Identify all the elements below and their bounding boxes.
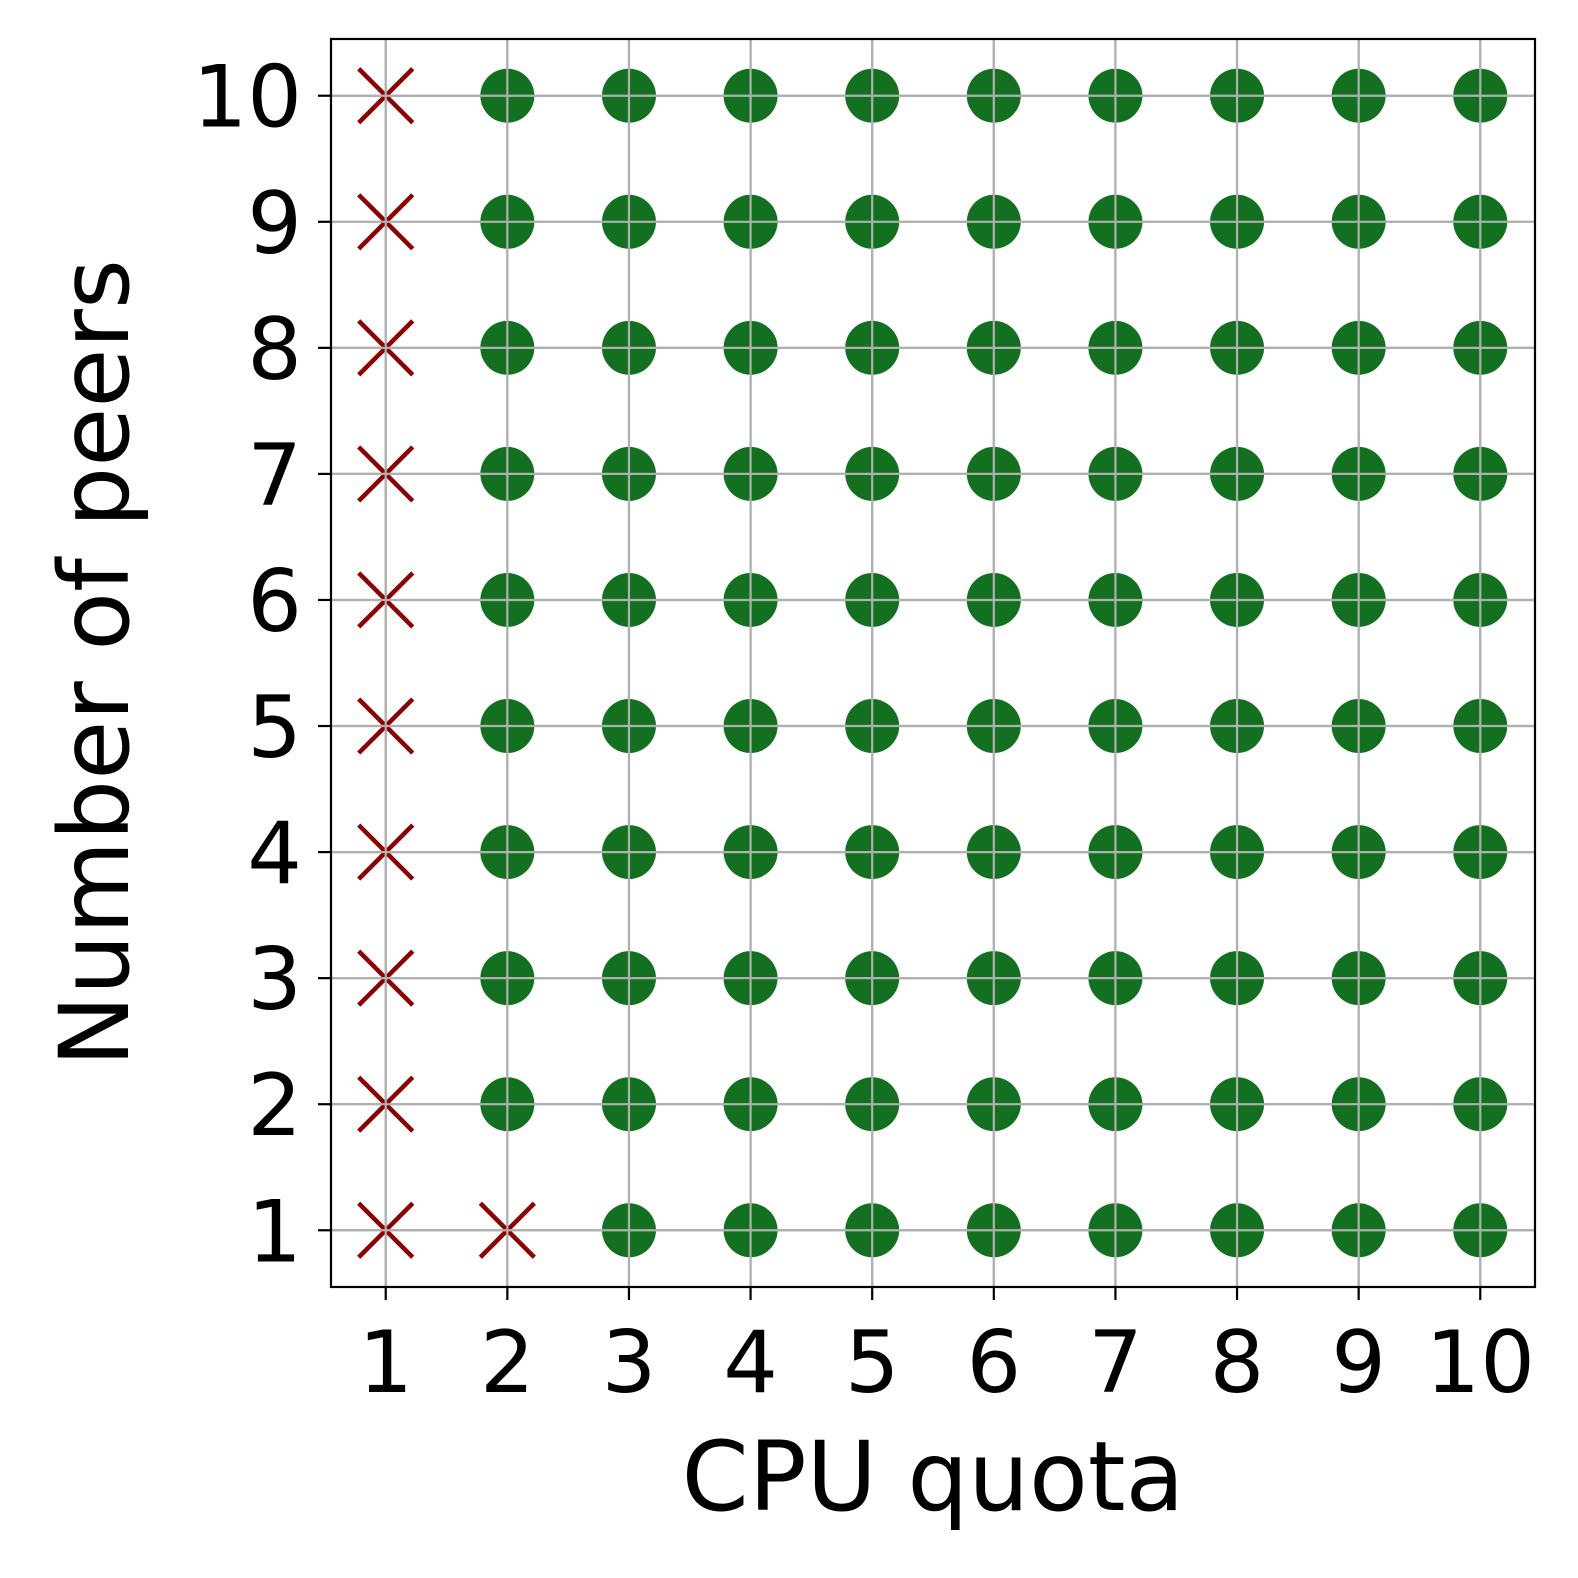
y-tick-label-5: 5 — [247, 678, 302, 778]
x-tick-label-6: 6 — [966, 1313, 1021, 1413]
x-tick-label-8: 8 — [1210, 1313, 1265, 1413]
x-tick-label-7: 7 — [1088, 1313, 1143, 1413]
y-axis-title: Number of peers — [39, 259, 151, 1067]
x-tick-label-9: 9 — [1331, 1313, 1386, 1413]
y-tick-label-2: 2 — [247, 1056, 302, 1156]
plot-frame — [329, 37, 1537, 1289]
x-tick-label-2: 2 — [480, 1313, 535, 1413]
grid-overlay — [331, 39, 1535, 1287]
x-tick-label-5: 5 — [845, 1313, 900, 1413]
x-tick-label-3: 3 — [602, 1313, 657, 1413]
x-tick-label-10: 10 — [1426, 1313, 1535, 1413]
x-axis-title: CPU quota — [682, 1421, 1185, 1533]
y-tick-label-6: 6 — [247, 552, 302, 652]
y-tick-label-9: 9 — [247, 174, 302, 274]
y-tick-label-3: 3 — [247, 930, 302, 1030]
y-tick-label-4: 4 — [247, 804, 302, 904]
y-tick-label-1: 1 — [247, 1182, 302, 1282]
x-tick-label-1: 1 — [358, 1313, 413, 1413]
y-tick-label-7: 7 — [247, 426, 302, 526]
y-tick-label-10: 10 — [193, 48, 302, 148]
x-tick-label-4: 4 — [723, 1313, 778, 1413]
y-tick-label-8: 8 — [247, 300, 302, 400]
